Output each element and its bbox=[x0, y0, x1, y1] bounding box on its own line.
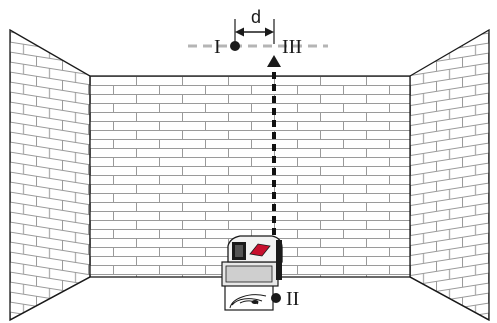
point-one-marker bbox=[230, 41, 240, 51]
device-base-block bbox=[224, 284, 274, 311]
wood-knot bbox=[251, 300, 259, 304]
distance-arrow-left bbox=[235, 27, 244, 37]
distance-label: d bbox=[251, 7, 261, 27]
left-wall bbox=[9, 28, 91, 322]
point-one-label: I bbox=[214, 36, 221, 58]
device-side-strip bbox=[276, 240, 282, 280]
point-two-marker bbox=[271, 293, 281, 303]
point-two-label: II bbox=[286, 288, 299, 310]
floor-edge-left bbox=[9, 276, 91, 321]
floor-edge-right bbox=[409, 276, 490, 321]
device-window-inner bbox=[235, 245, 243, 257]
right-wall bbox=[409, 28, 490, 322]
device-lower-panel bbox=[225, 265, 273, 283]
point-three-marker bbox=[267, 55, 281, 67]
device-brand-mark bbox=[249, 243, 271, 257]
distance-arrow-right bbox=[265, 27, 274, 37]
point-three-label: III bbox=[282, 36, 302, 58]
